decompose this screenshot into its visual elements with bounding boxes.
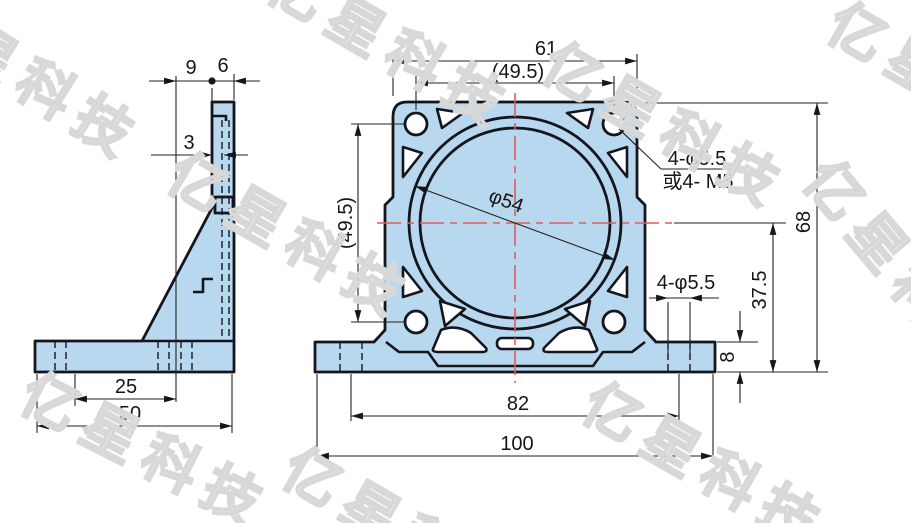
side-view-dimensions: 9 6 3 25 50 xyxy=(36,55,260,433)
dim-9-label: 9 xyxy=(185,57,196,79)
dim-25-label: 25 xyxy=(115,376,137,398)
corner-hole-bottom-left xyxy=(403,309,429,335)
base-holes-label: 4-φ5.5 xyxy=(657,272,716,294)
front-view-dimensions: 61 (49.5) 4-φ5.5 或4- M5 (49.5) φ54 68 xyxy=(316,38,828,462)
corner-hole-bottom-right xyxy=(601,309,627,335)
side-slot-section xyxy=(213,195,235,215)
dim-37.5-label: 37.5 xyxy=(749,271,771,310)
dim-50-label: 50 xyxy=(119,403,141,425)
flange-holes-alt-label: 或4- M5 xyxy=(662,170,733,193)
side-step-edge xyxy=(193,277,213,294)
side-view: 9 6 3 25 50 xyxy=(33,55,260,433)
corner-hole-top-left xyxy=(403,111,429,137)
dim-3-label: 3 xyxy=(183,132,194,154)
leader-line xyxy=(618,128,729,170)
dim-49.5h-label: (49.5) xyxy=(492,61,544,83)
dim-61-label: 61 xyxy=(535,38,557,60)
dim-100-label: 100 xyxy=(500,433,533,455)
dim-8-label: 8 xyxy=(717,351,739,362)
dim-6-label: 6 xyxy=(217,55,228,77)
side-notch-edge xyxy=(212,114,228,121)
dim-49.5v-label: (49.5) xyxy=(335,197,357,249)
dim-82-label: 82 xyxy=(507,393,529,415)
front-view: 61 (49.5) 4-φ5.5 或4- M5 (49.5) φ54 68 xyxy=(313,38,828,462)
dim-68-label: 68 xyxy=(793,211,815,233)
side-view-outline xyxy=(33,100,236,374)
flange-holes-label: 4-φ5.5 xyxy=(668,148,727,170)
